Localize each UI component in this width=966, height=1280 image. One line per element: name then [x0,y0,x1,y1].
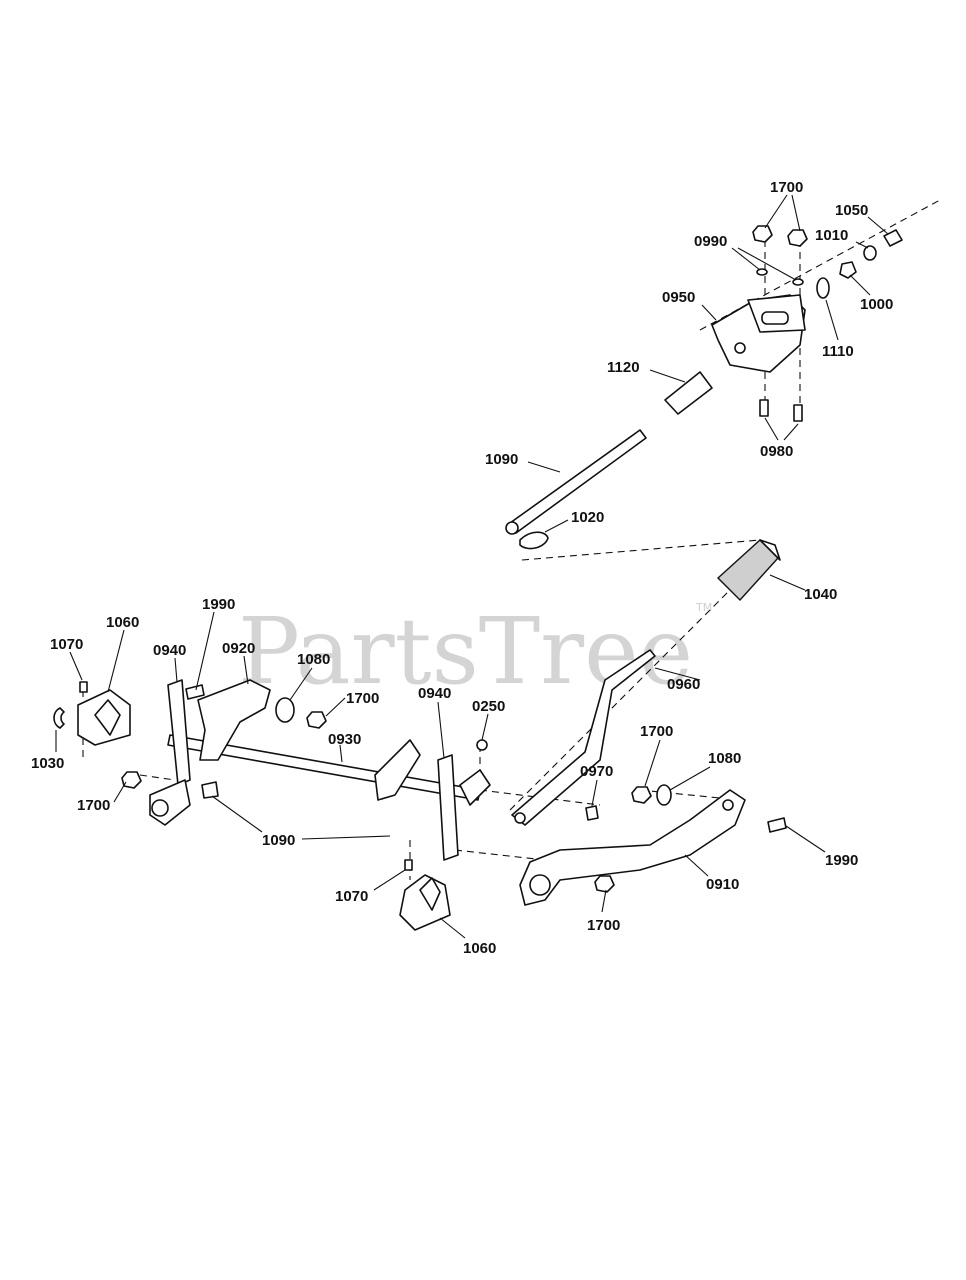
watermark-trademark: TM [695,601,712,614]
callout-0960: 0960 [667,676,700,693]
callout-1010: 1010 [815,227,848,244]
washer-1110 [816,277,830,299]
callout-1090-upper: 1090 [485,451,518,468]
bolt-0980 [759,399,803,422]
cap-1050 [883,229,903,247]
nut-1700-mid [306,711,327,729]
grip-1040 [716,539,781,602]
callout-1000: 1000 [860,296,893,313]
callout-1040: 1040 [804,586,837,603]
bolt-0970 [585,805,599,821]
sleeve-1120 [664,371,713,415]
callout-0970: 0970 [580,763,613,780]
mount-1060-left [77,689,131,746]
rod-1090 [505,429,647,535]
bracket-right [459,769,491,806]
callout-1070-left: 1070 [50,636,83,653]
callout-1110: 1110 [822,343,854,360]
callout-1700-left: 1700 [77,797,110,814]
washer-0990 [756,268,804,286]
spacer-1010 [863,245,877,261]
nut-1000 [839,261,857,279]
pedal-0910 [519,789,746,906]
callout-1070-right: 1070 [335,888,368,905]
washer-1080-right [656,784,672,806]
bushing-0250 [476,739,488,751]
washer-1080-left [275,697,295,723]
mount-1060-right [399,874,451,931]
callout-1120: 1120 [607,359,640,376]
leader-lines [55,194,889,939]
callout-0920: 0920 [222,640,255,657]
watermark-text: PartsTree [238,598,693,705]
callout-0950: 0950 [662,289,695,306]
arm-0940-right [437,754,459,861]
callout-1080-left: 1080 [297,651,330,668]
screw-1070-right [404,859,413,871]
clip-1030 [53,707,65,729]
callout-1050: 1050 [835,202,868,219]
nut-1700-left [121,771,142,789]
nut-1700-pedal [594,875,615,893]
callout-1990-right: 1990 [825,852,858,869]
callout-1990-left: 1990 [202,596,235,613]
plate-0920 [197,679,271,761]
callout-1700-right: 1700 [640,723,673,740]
bracket-center [374,739,421,801]
callout-0930: 0930 [328,731,361,748]
bolt-1990-left [185,684,205,700]
callout-0980: 0980 [760,443,793,460]
callout-1700-top: 1700 [770,179,803,196]
nut-1700-top-right [787,229,808,247]
callout-1060-right: 1060 [463,940,496,957]
bracket-0950 [711,294,806,373]
callout-0940-right: 0940 [418,685,451,702]
bolt-1990-right [767,817,787,833]
callout-1030: 1030 [31,755,64,772]
callout-0940-left: 0940 [153,642,186,659]
callout-1090-lower: 1090 [262,832,295,849]
callout-0910: 0910 [706,876,739,893]
alignment-lines [82,199,941,880]
callout-1700-pedal: 1700 [587,917,620,934]
bolt-1090-small [201,781,219,799]
arm-0940-left [149,679,191,826]
callout-0250: 0250 [472,698,505,715]
screw-1070-left [79,681,88,693]
pin-1020 [519,531,549,550]
callout-1020: 1020 [571,509,604,526]
callout-0990: 0990 [694,233,727,250]
lever-0960 [511,649,656,826]
nut-1700-right [631,786,652,804]
callout-1060-left: 1060 [106,614,139,631]
nut-1700-top-left [752,225,773,243]
callout-1700-mid: 1700 [346,690,379,707]
callout-1080-right: 1080 [708,750,741,767]
